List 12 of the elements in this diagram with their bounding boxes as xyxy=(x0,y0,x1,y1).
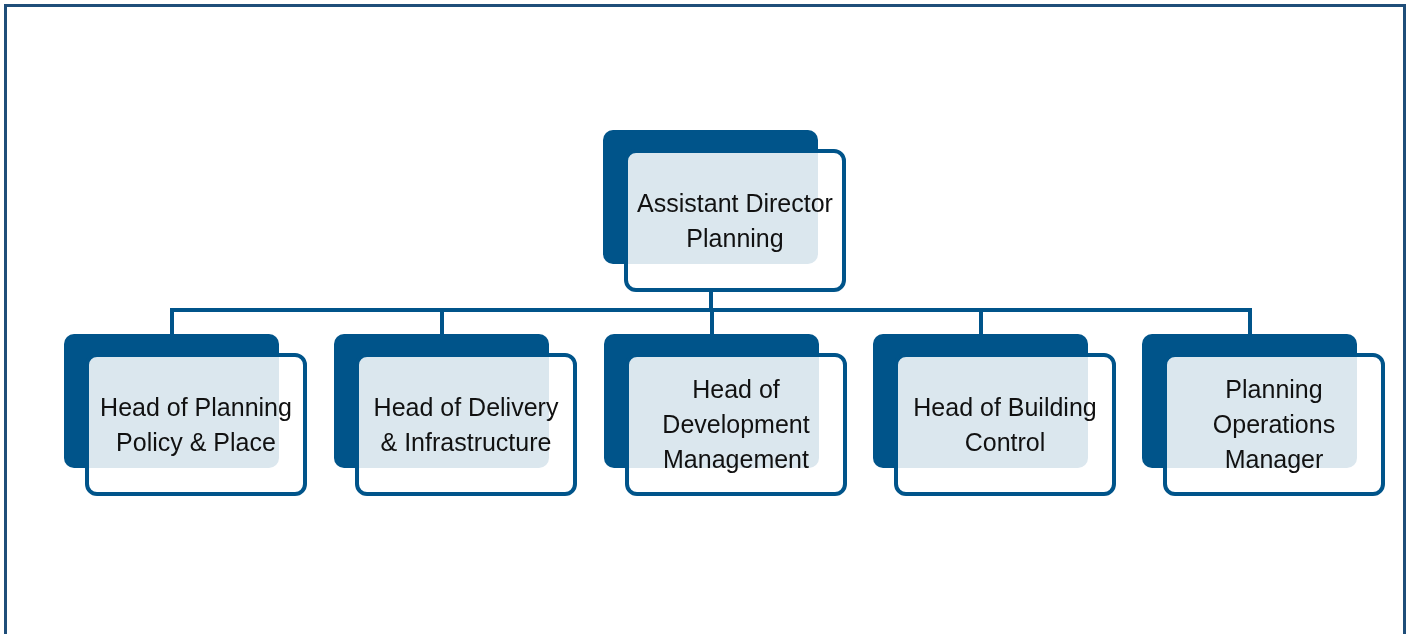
job-title-box: Head of Delivery & Infrastructure xyxy=(355,353,577,496)
job-title-box: Assistant Director Planning xyxy=(624,149,846,292)
org-chart-card xyxy=(603,130,846,292)
org-chart-card xyxy=(1142,334,1385,496)
org-chart-card xyxy=(604,334,847,496)
org-chart-card xyxy=(64,334,307,496)
job-title-box: Head of Planning Policy & Place xyxy=(85,353,307,496)
job-title-box: Head of Building Control xyxy=(894,353,1116,496)
org-chart-card xyxy=(334,334,577,496)
org-chart-card xyxy=(873,334,1116,496)
job-title-box: Head of Development Management xyxy=(625,353,847,496)
job-title-box: Planning Operations Manager xyxy=(1163,353,1385,496)
